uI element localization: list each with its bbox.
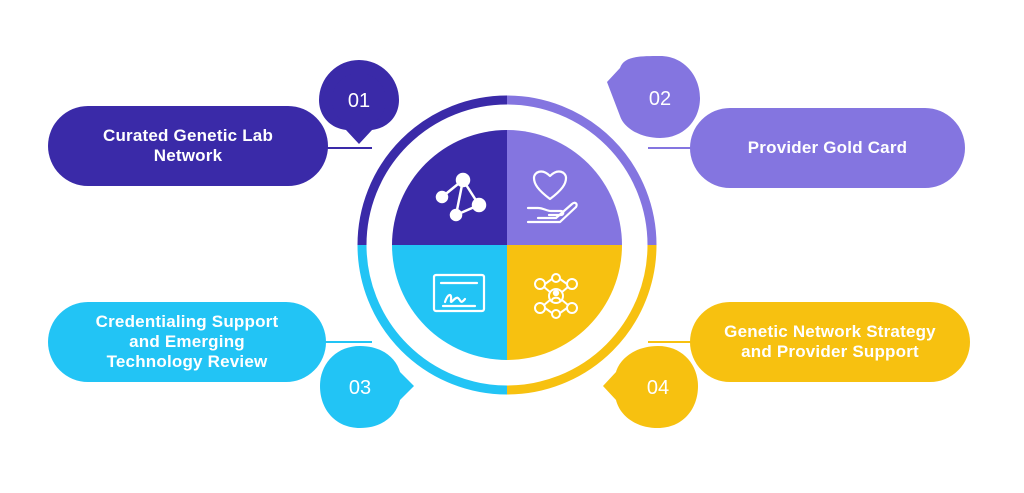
number-marker-02 (607, 56, 700, 138)
people-network-icon (534, 273, 578, 319)
number-marker-03 (320, 346, 414, 428)
ring-segment-01 (357, 95, 508, 246)
quadrant-03 (392, 245, 507, 360)
number-label-02: 02 (649, 88, 671, 110)
number-label-04: 04 (647, 377, 669, 399)
heart-in-hand-icon (526, 170, 578, 224)
step-pill-04: Genetic Network Strategy and Provider Su… (690, 302, 970, 382)
step-label-04: Genetic Network Strategy and Provider Su… (724, 322, 936, 361)
signed-certificate-icon (432, 273, 486, 313)
number-marker-01 (319, 60, 399, 144)
step-label-03: Credentialing Support and Emerging Techn… (95, 312, 279, 371)
number-label-03: 03 (349, 377, 371, 399)
step-pill-01: Curated Genetic Lab Network (48, 106, 328, 186)
number-label-01: 01 (348, 90, 370, 112)
molecule-network-icon (435, 172, 487, 222)
ring-segment-03 (357, 244, 508, 395)
step-pill-02: Provider Gold Card (690, 108, 965, 188)
step-label-01: Curated Genetic Lab Network (102, 126, 274, 165)
number-marker-04 (603, 346, 698, 428)
step-pill-03: Credentialing Support and Emerging Techn… (48, 302, 326, 382)
step-label-02: Provider Gold Card (747, 138, 908, 157)
ring-segment-02 (506, 95, 657, 246)
ring-segment-04 (506, 244, 657, 395)
quadrant-02 (507, 130, 622, 245)
quadrant-01 (392, 130, 507, 245)
